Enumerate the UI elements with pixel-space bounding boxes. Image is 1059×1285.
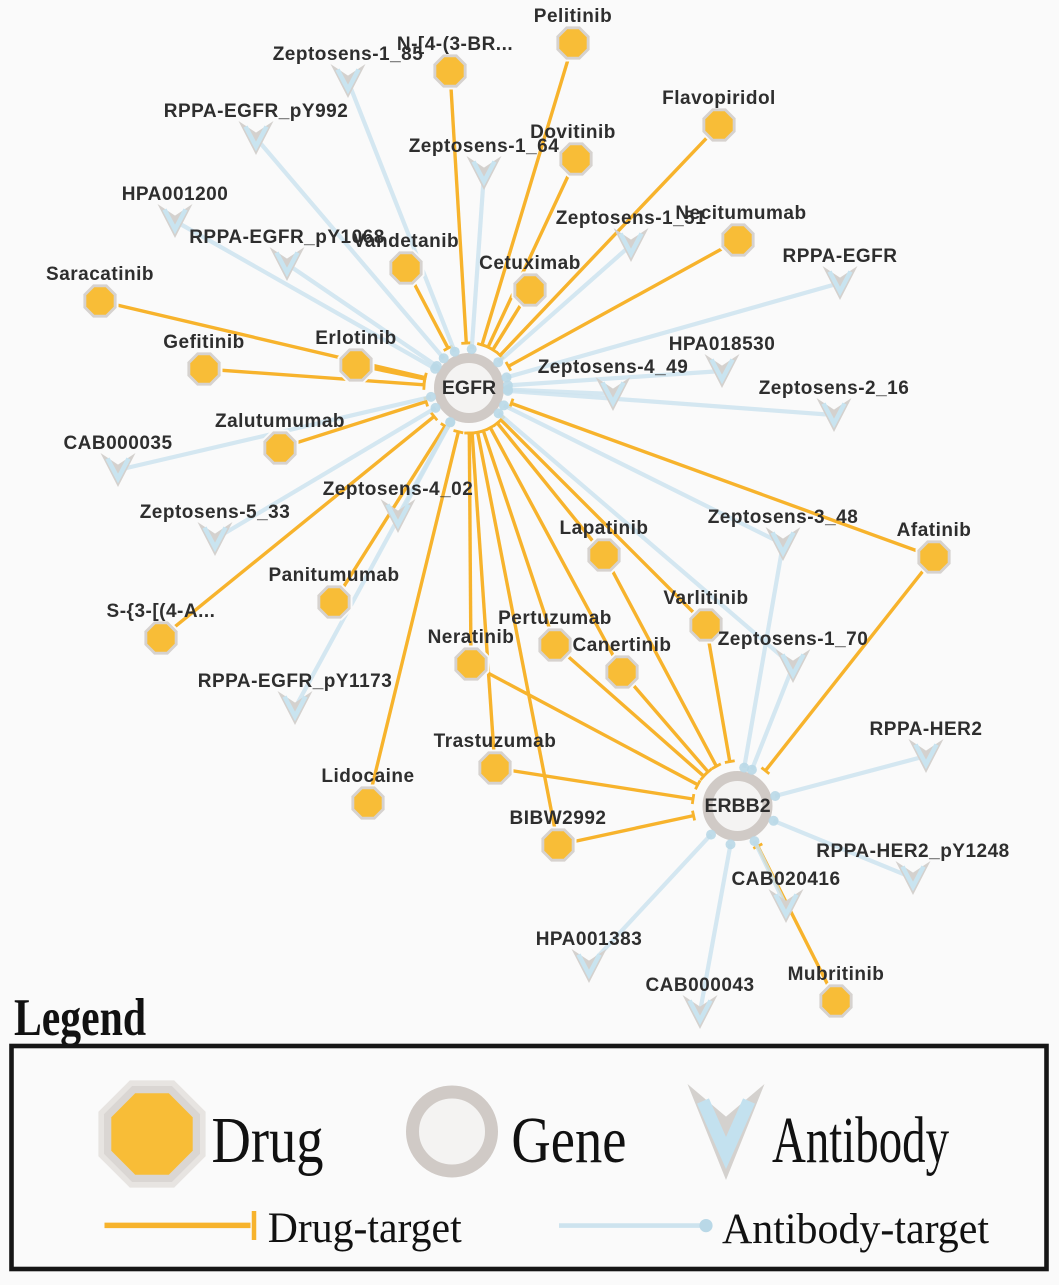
svg-text:Saracatinib: Saracatinib (46, 264, 154, 285)
svg-text:Zeptosens-4_02: Zeptosens-4_02 (323, 479, 474, 500)
svg-text:RPPA-EGFR_pY1068: RPPA-EGFR_pY1068 (189, 227, 385, 248)
svg-text:S-{3-[(4-A...: S-{3-[(4-A... (107, 601, 216, 622)
svg-text:Zeptosens-4_49: Zeptosens-4_49 (538, 357, 689, 378)
svg-text:Trastuzumab: Trastuzumab (434, 731, 557, 752)
svg-text:Neratinib: Neratinib (428, 627, 515, 648)
svg-text:Flavopiridol: Flavopiridol (662, 88, 776, 109)
svg-text:Drug-target: Drug-target (268, 1205, 462, 1252)
svg-text:N-[4-(3-BR...: N-[4-(3-BR... (397, 34, 513, 55)
svg-text:Antibody: Antibody (772, 1104, 949, 1177)
svg-text:CAB000035: CAB000035 (63, 433, 172, 454)
svg-text:Afatinib: Afatinib (897, 520, 972, 541)
svg-text:RPPA-EGFR: RPPA-EGFR (783, 246, 898, 267)
svg-text:Panitumumab: Panitumumab (268, 565, 399, 586)
svg-text:RPPA-HER2: RPPA-HER2 (870, 719, 983, 740)
svg-text:Varlitinib: Varlitinib (663, 588, 748, 609)
svg-text:Zeptosens-1_51: Zeptosens-1_51 (556, 208, 707, 229)
svg-text:Gefitinib: Gefitinib (163, 332, 245, 353)
svg-text:HPA001200: HPA001200 (122, 184, 229, 205)
svg-text:BIBW2992: BIBW2992 (510, 808, 607, 829)
svg-text:CAB020416: CAB020416 (731, 869, 840, 890)
svg-text:Cetuximab: Cetuximab (479, 253, 581, 274)
svg-text:Lapatinib: Lapatinib (560, 518, 649, 539)
svg-text:Vandetanib: Vandetanib (353, 231, 459, 252)
svg-text:Necitumumab: Necitumumab (675, 203, 806, 224)
svg-text:Legend: Legend (14, 989, 146, 1047)
svg-text:HPA001383: HPA001383 (536, 929, 643, 950)
svg-text:Erlotinib: Erlotinib (315, 328, 397, 349)
svg-text:Mubritinib: Mubritinib (788, 964, 885, 985)
svg-text:Lidocaine: Lidocaine (321, 766, 414, 787)
svg-text:Zeptosens-3_48: Zeptosens-3_48 (708, 507, 859, 528)
svg-text:CAB000043: CAB000043 (645, 975, 754, 996)
svg-text:Drug: Drug (212, 1104, 324, 1177)
svg-text:HPA018530: HPA018530 (669, 334, 776, 355)
svg-text:Dovitinib: Dovitinib (530, 122, 616, 143)
svg-text:Zalutumumab: Zalutumumab (215, 411, 345, 432)
svg-text:Zeptosens-1_70: Zeptosens-1_70 (718, 629, 869, 650)
svg-text:RPPA-EGFR_pY992: RPPA-EGFR_pY992 (164, 101, 349, 122)
svg-text:ERBB2: ERBB2 (704, 795, 770, 817)
svg-text:Pertuzumab: Pertuzumab (498, 608, 612, 629)
svg-text:Antibody-target: Antibody-target (722, 1206, 989, 1253)
svg-text:Zeptosens-5_33: Zeptosens-5_33 (140, 502, 291, 523)
svg-text:Canertinib: Canertinib (573, 635, 672, 656)
svg-text:Zeptosens-2_16: Zeptosens-2_16 (759, 378, 910, 399)
svg-text:Zeptosens-1_85: Zeptosens-1_85 (273, 44, 424, 65)
svg-text:Gene: Gene (511, 1104, 626, 1177)
svg-text:Pelitinib: Pelitinib (534, 6, 612, 27)
svg-text:RPPA-EGFR_pY1173: RPPA-EGFR_pY1173 (198, 671, 393, 692)
svg-text:EGFR: EGFR (442, 377, 496, 399)
svg-text:RPPA-HER2_pY1248: RPPA-HER2_pY1248 (816, 841, 1010, 862)
svg-text:Zeptosens-1_64: Zeptosens-1_64 (409, 136, 560, 157)
